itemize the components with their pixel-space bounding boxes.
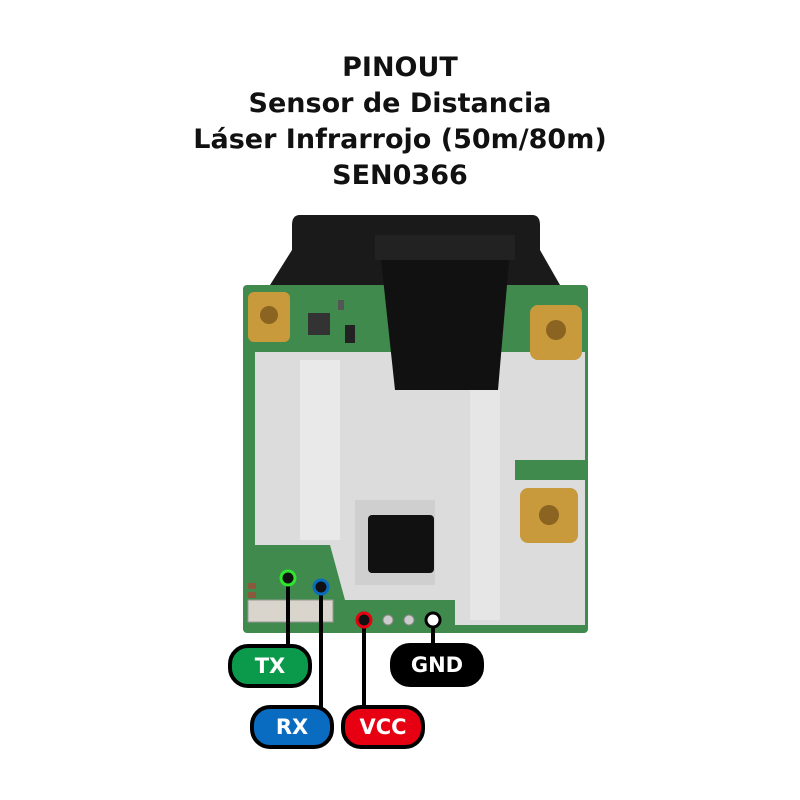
gnd-pin-marker: [424, 611, 442, 629]
title-line-2: Sensor de Distancia: [248, 88, 552, 119]
title-line-3: Láser Infrarrojo (50m/80m): [193, 124, 607, 155]
rx-pin-marker: [312, 578, 330, 596]
ic-chip: [355, 500, 435, 585]
vcc-label: VCC: [341, 705, 425, 749]
title-line-4: SEN0366: [332, 160, 468, 191]
tx-label: TX: [228, 644, 312, 688]
gnd-label: GND: [390, 643, 484, 687]
connector: [247, 599, 334, 623]
pinout-title: PINOUT Sensor de Distancia Láser Infrarr…: [0, 50, 800, 194]
lens-barrel: [380, 250, 510, 390]
rx-label: RX: [250, 705, 334, 749]
vcc-pin-marker: [355, 611, 373, 629]
tx-pin-marker: [279, 569, 297, 587]
title-line-1: PINOUT: [342, 52, 458, 83]
